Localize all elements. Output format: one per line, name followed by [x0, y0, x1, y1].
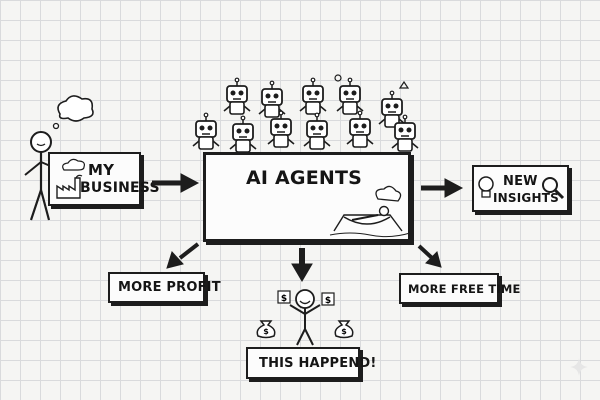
lightbulb-icon — [478, 176, 494, 198]
new-insights-line2: INSIGHTS — [493, 191, 559, 205]
more-profit-label: MORE PROFIT — [118, 280, 221, 295]
node-result: THIS HAPPEND! — [246, 347, 376, 379]
arrow-ai-agents-to-more-profit — [166, 242, 200, 269]
dollar-icon: $ — [321, 292, 335, 306]
money-bag-icon: $ — [256, 320, 276, 339]
factory-icon — [56, 174, 83, 199]
svg-text:$: $ — [263, 327, 269, 336]
more-free-time-label: MORE FREE TIME — [408, 282, 521, 296]
result-label: THIS HAPPEND! — [259, 356, 377, 371]
my-business-line1: MY — [88, 161, 115, 179]
new-insights-line1: NEW — [503, 174, 538, 189]
hammock-icon — [329, 185, 411, 238]
magnifier-icon — [542, 177, 565, 200]
dollar-icon: $ — [277, 290, 291, 304]
arrow-ai-agents-to-result — [291, 248, 313, 282]
svg-text:$: $ — [281, 294, 287, 304]
node-more-free-time: MORE FREE TIME — [399, 273, 520, 304]
sparkle-icon — [570, 358, 588, 376]
node-my-business: MY BUSINESS — [48, 152, 160, 206]
ai-agents-label: AI AGENTS — [246, 167, 363, 189]
svg-text:$: $ — [341, 327, 347, 336]
svg-text:$: $ — [325, 296, 331, 306]
arrow-ai-agents-to-new-insights — [421, 178, 464, 198]
stick-figure-icon — [24, 131, 56, 221]
node-more-profit: MORE PROFIT — [108, 272, 221, 303]
node-new-insights: NEW INSIGHTS — [472, 165, 569, 212]
arrow-my-business-to-ai-agents — [152, 173, 200, 193]
thought-bubble-icon — [52, 95, 94, 130]
happy-figure-icon — [289, 289, 321, 346]
node-ai-agents: AI AGENTS — [203, 152, 411, 242]
my-business-line2: BUSINESS — [80, 180, 160, 196]
money-bag-icon: $ — [334, 320, 354, 339]
cloud-icon — [62, 158, 85, 171]
arrow-ai-agents-to-more-free-time — [417, 244, 442, 268]
